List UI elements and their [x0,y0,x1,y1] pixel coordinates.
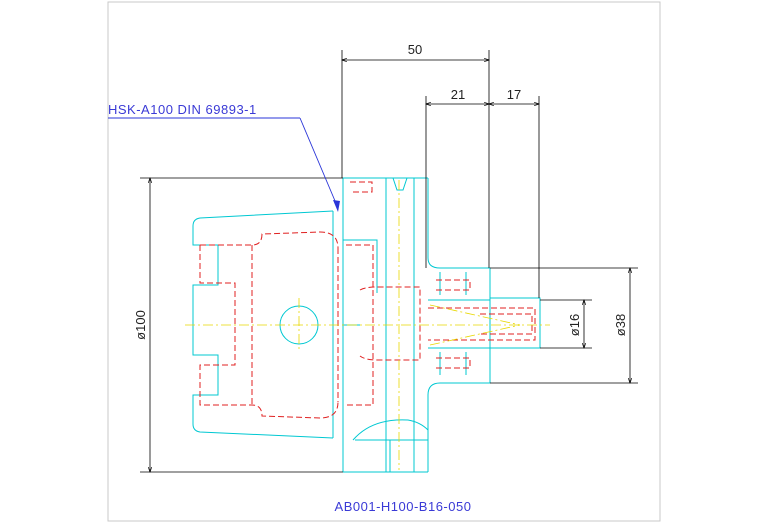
centerlines [185,180,550,470]
callout-label: HSK-A100 DIN 69893-1 [108,102,257,117]
dim-overall-length: 50 [408,42,422,57]
dimension-lines [140,50,638,472]
dim-diameter-nose: ø38 [613,314,628,336]
callout-leader [108,117,340,212]
dim-diameter-flange: ø100 [133,310,148,340]
dim-segment-b: 17 [507,87,521,102]
part-number-label: AB001-H100-B16-050 [335,499,472,514]
dim-segment-a: 21 [451,87,465,102]
drawing-frame [107,1,661,522]
dim-diameter-bore: ø16 [567,314,582,336]
